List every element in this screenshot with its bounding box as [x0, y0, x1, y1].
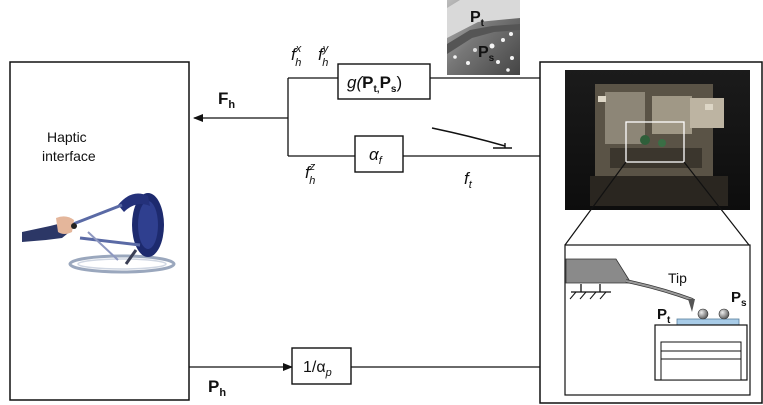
afm-inset: Tip Pt Ps	[564, 244, 751, 396]
haptic-interface-box: Haptic interface	[9, 61, 190, 401]
block-g-label: g(Pt,Ps)	[347, 73, 402, 95]
image-pt-label: Pt	[470, 9, 485, 29]
bead-sample	[718, 308, 730, 320]
microscope-panel: Tip Pt Ps	[539, 61, 763, 404]
block-alpha-f-label: αf	[369, 145, 383, 167]
ft-label: ft	[464, 169, 473, 191]
block-alpha-f: αf	[354, 135, 404, 173]
zoom-region-outline	[625, 121, 685, 163]
force-sensor-symbol	[431, 127, 512, 149]
sample-image: Pt Ps	[447, 0, 520, 75]
tip-label: Tip	[668, 270, 687, 286]
block-inverse-alpha-p: 1/αp	[291, 347, 352, 385]
inset-pt-label: Pt	[657, 306, 671, 326]
haptic-label-line1: Haptic	[47, 129, 87, 145]
afm-microscope-photo	[565, 70, 750, 210]
haptic-label-line2: interface	[42, 148, 96, 164]
substrate	[676, 318, 740, 326]
block-g: g(Pt,Ps)	[337, 63, 431, 100]
haptic-device-image	[22, 193, 176, 274]
bead-tip	[697, 308, 709, 320]
signal-lines	[189, 77, 540, 371]
ph-label: Ph	[208, 377, 226, 399]
image-ps-label: Ps	[478, 44, 495, 64]
inset-ps-label: Ps	[731, 289, 747, 309]
fh-label: Fh	[218, 89, 235, 111]
block-inverse-alpha-p-label: 1/αp	[303, 359, 332, 379]
